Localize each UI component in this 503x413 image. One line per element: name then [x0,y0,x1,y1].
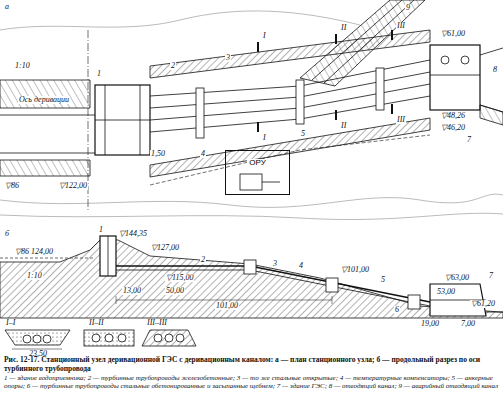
switchyard-box: ОРУ [225,150,290,195]
dimension-label: б [4,230,10,238]
dimension-label: ▽115,00 [165,274,194,282]
dimension-label: ▽48,26 [440,112,466,120]
callout-number: 8 [492,66,498,74]
dimension-label: III [396,22,406,30]
dimension-label: I–I [5,319,16,327]
dimension-label: 19,00 [420,320,440,328]
dimension-label: ▽86 124,00 [14,248,54,256]
dimension-label: 101,00 [215,302,239,310]
node-label: ОРУ [247,159,267,167]
dimension-label: III [396,116,406,124]
section-view [0,236,503,318]
callout-number: 2 [200,256,206,264]
dimension-label: 50,00 [165,287,185,295]
plan-view [0,0,503,220]
dimension-label: 1:10 [14,62,31,70]
callout-number: 1 [98,226,104,234]
dimension-label: ▽86 [4,182,20,190]
callout-number: 6 [394,306,400,314]
caption-block: Рис. 12-17. Станционный узел деривационн… [4,356,499,390]
dimension-label: 7,00 [460,320,476,328]
callout-number: 1 [96,70,102,78]
dimension-label: ▽46,20 [440,124,466,132]
callout-number: 4 [200,150,206,158]
callout-number: 2 [170,62,176,70]
callout-number: 9 [405,4,411,12]
cross-sections [5,330,196,349]
dimension-label: ▽127,00 [150,244,180,252]
callout-number: 5 [380,276,386,284]
callout-number: 5 [300,130,306,138]
dimension-label: Ось деривации [18,96,70,104]
dimension-label: 1,50 [150,150,166,158]
callout-number: 7 [466,136,472,144]
figure-caption: Рис. 12-17. Станционный узел деривационн… [4,356,499,373]
dimension-label: 13,00 [122,287,142,295]
dimension-label: III–III [146,319,168,327]
dimension-label: ▽122,00 [58,182,88,190]
callout-number: 7 [488,272,494,280]
dimension-label: I [262,134,267,142]
dimension-label: 1:10 [26,272,43,280]
dimension-label: а [4,3,10,11]
dimension-label: II–II [88,319,105,327]
dimension-label: 53,00 [436,288,456,296]
figure-key: 1 — здание водоприемника; 2 — турбинные … [4,374,499,390]
callout-number: 3 [272,260,278,268]
dimension-label: I [262,32,267,40]
dimension-label: ▽101,00 [340,266,370,274]
dimension-label: ▽61,00 [440,30,466,38]
callout-number: 3 [225,54,231,62]
dimension-label: ▽61,20 [470,300,496,308]
callout-number: 4 [298,262,304,270]
dimension-label: ▽63,00 [444,274,470,282]
dimension-label: II [340,122,347,130]
dimension-label: II [340,24,347,32]
dimension-label: ▽144,35 [118,230,148,238]
